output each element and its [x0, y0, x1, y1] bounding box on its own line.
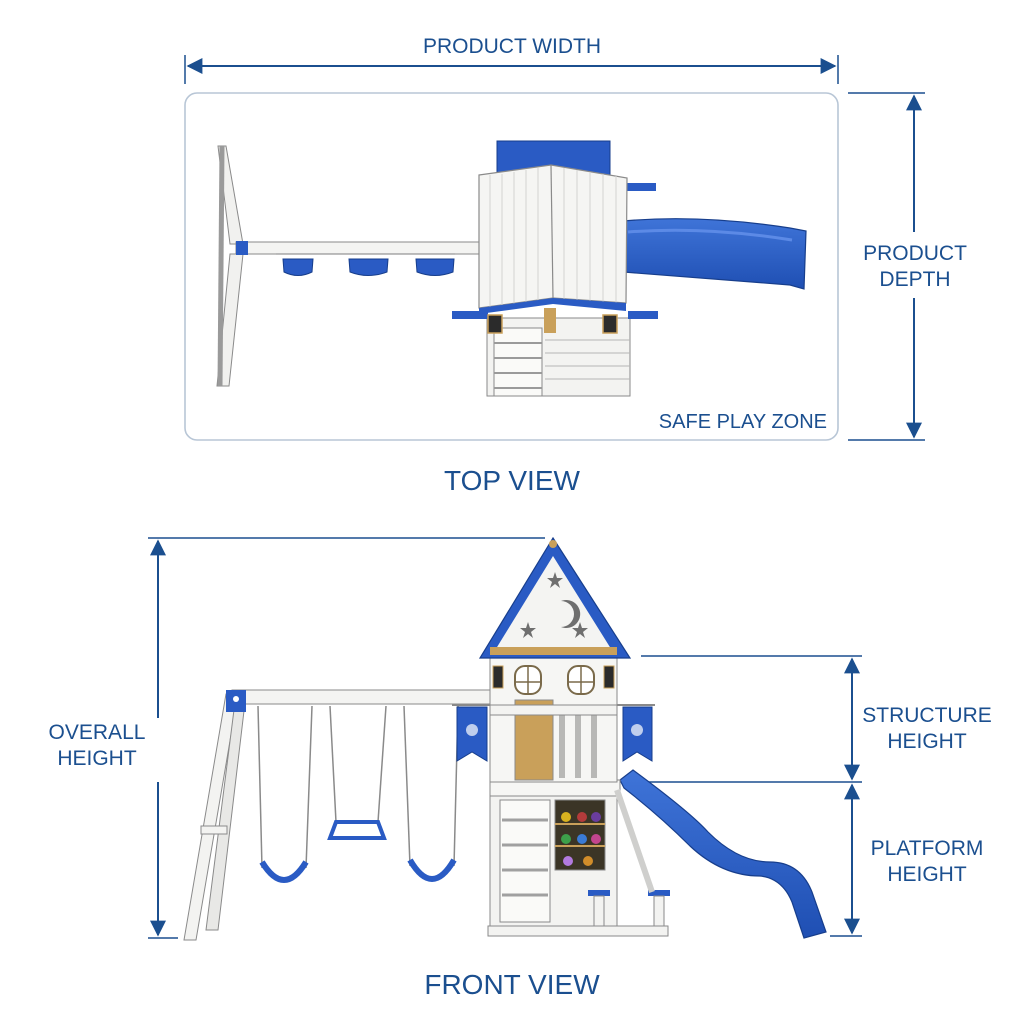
- overall-height-line-1: OVERALL: [48, 721, 146, 744]
- front-view-section: [148, 536, 862, 941]
- overall-height-line-2: HEIGHT: [57, 747, 137, 770]
- potion-shelf: [554, 799, 606, 871]
- platform-height-dimension: [830, 783, 862, 937]
- overall-height-label: OVERALL HEIGHT: [40, 720, 154, 772]
- overall-height-dimension: [148, 537, 545, 939]
- product-width-label: PRODUCT WIDTH: [422, 35, 602, 58]
- platform-height-label: PLATFORM HEIGHT: [852, 836, 1002, 888]
- swing-seat-3: [415, 258, 455, 276]
- wavy-slide: [619, 769, 827, 939]
- playset-front-view-illustration: [183, 536, 827, 941]
- structure-height-line-2: HEIGHT: [887, 730, 967, 753]
- trapeze-bar: [327, 705, 387, 840]
- lantern-right-icon: [603, 665, 615, 689]
- structure-height-dimension: [641, 655, 862, 783]
- product-depth-dimension: [848, 92, 925, 441]
- safe-play-zone-label: SAFE PLAY ZONE: [659, 411, 827, 433]
- belt-swing-1: [257, 705, 313, 883]
- front-view-title: FRONT VIEW: [424, 969, 600, 1000]
- product-width-dimension: [184, 55, 839, 84]
- platform-height-line-2: HEIGHT: [887, 863, 967, 886]
- structure-height-label: STRUCTURE HEIGHT: [852, 703, 1002, 755]
- top-view-title: TOP VIEW: [444, 465, 580, 496]
- banner-right: [617, 704, 655, 762]
- lantern-left-icon: [492, 665, 504, 689]
- swing-seat-1: [282, 258, 314, 276]
- platform-height-line-1: PLATFORM: [870, 837, 984, 860]
- banner-left: [452, 704, 490, 762]
- playset-top-view-illustration: [216, 140, 807, 397]
- product-depth-line-2: DEPTH: [879, 268, 951, 291]
- belt-swing-2: [403, 705, 459, 882]
- moon-and-stars-icon: [520, 572, 588, 638]
- ladder: [499, 799, 551, 923]
- product-depth-label: PRODUCT DEPTH: [848, 241, 982, 293]
- product-depth-line-1: PRODUCT: [863, 242, 967, 265]
- structure-height-line-1: STRUCTURE: [862, 704, 992, 727]
- top-view-section: SAFE PLAY ZONE: [184, 55, 925, 441]
- swing-seat-2: [348, 258, 389, 276]
- safe-play-zone-outline: [184, 92, 839, 441]
